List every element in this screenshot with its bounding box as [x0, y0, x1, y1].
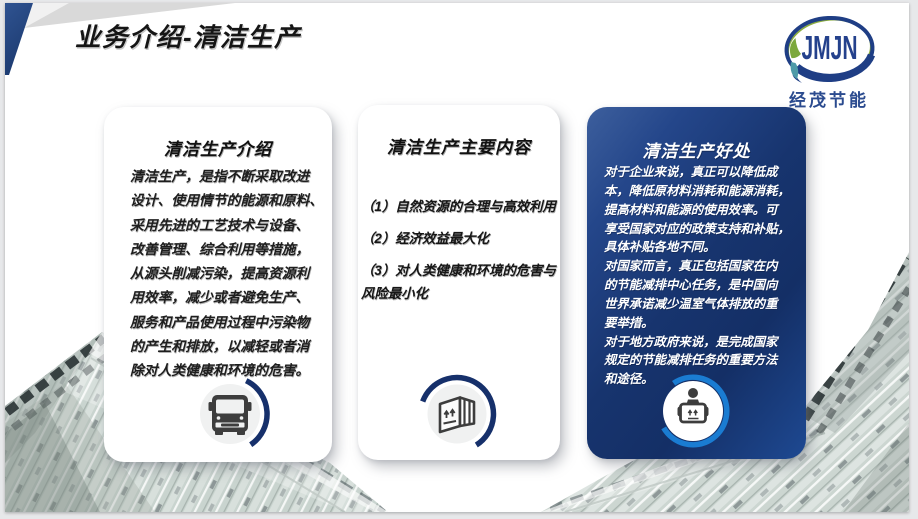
card-title: 清洁生产好处: [642, 142, 751, 161]
bus-icon: [200, 378, 270, 447]
package-box-icon: [420, 374, 497, 448]
card-title: 清洁生产主要内容: [387, 138, 531, 157]
list-item-1: （1）自然资源的合理与高效利用: [361, 199, 556, 214]
card-body-text: 清洁生产，是指不断采取改进 设计、使用情节的能源和原料、 采用先进的工艺技术与设…: [130, 169, 324, 379]
list-item-3: （3）对人类健康和环境的危害与 风险最小化: [361, 263, 556, 301]
slide: 业务介绍-清洁生产 JMJN 经茂节能 清洁生产介绍 清洁生产，是指不断采取改进…: [5, 3, 909, 512]
logo-emblem-icon: JMJN: [784, 15, 876, 83]
page-title: 业务介绍-清洁生产: [75, 24, 301, 52]
card-clean-production-intro: 清洁生产介绍 清洁生产，是指不断采取改进 设计、使用情节的能源和原料、 采用先进…: [104, 107, 332, 462]
card-list: （1）自然资源的合理与高效利用 （2）经济效益最大化 （3）对人类健康和环境的危…: [361, 195, 558, 314]
logo-monogram: JMJN: [802, 29, 858, 66]
list-item-2: （2）经济效益最大化: [361, 231, 489, 246]
card-body-text: 对于企业来说，真正可以降低成 本，降低原材料消耗和能源消耗， 提高材料和能源的使…: [604, 165, 790, 387]
card-clean-production-benefits: 清洁生产好处 对于企业来说，真正可以降低成 本，降低原材料消耗和能源消耗， 提高…: [587, 107, 806, 459]
corner-ribbon-navy: [5, 3, 33, 75]
corner-ribbon-light: [24, 3, 69, 28]
logo-company-name: 经茂节能: [789, 91, 869, 110]
worker-icon: [661, 374, 730, 448]
card-clean-production-content: 清洁生产主要内容 （1）自然资源的合理与高效利用 （2）经济效益最大化 （3）对…: [358, 105, 560, 460]
card-title: 清洁生产介绍: [164, 140, 272, 159]
company-logo: JMJN 经茂节能: [771, 8, 887, 111]
corner-ribbon-gray: [24, 3, 235, 28]
